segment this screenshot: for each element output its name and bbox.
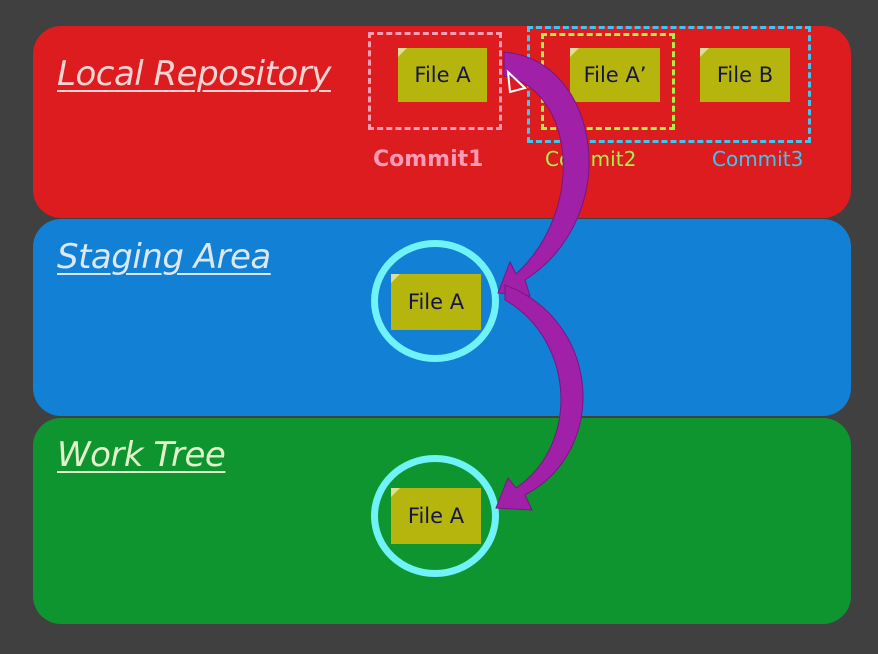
commit3-file: File B	[700, 48, 790, 102]
local-repository-title: Local Repository	[57, 54, 331, 94]
staging-area-title: Staging Area	[57, 237, 271, 277]
repo-to-staging-arrow	[497, 51, 590, 297]
staging-file-circle	[371, 240, 499, 362]
commit1-file: File A	[398, 48, 487, 102]
commit3-label: Commit3	[712, 147, 804, 171]
staging-area-panel: Staging Area	[33, 219, 851, 416]
commit1-box	[368, 32, 502, 130]
commit2-file: File A’	[570, 48, 660, 102]
work-tree-file-circle	[371, 455, 499, 577]
commit1-label: Commit1	[373, 147, 484, 172]
staging-to-work-tree-arrow	[495, 284, 584, 511]
connector-mark	[506, 69, 527, 94]
work-tree-file: File A	[391, 488, 481, 544]
work-tree-title: Work Tree	[57, 435, 226, 475]
staging-file: File A	[391, 274, 481, 330]
commit2-label: Commit2	[545, 147, 637, 171]
